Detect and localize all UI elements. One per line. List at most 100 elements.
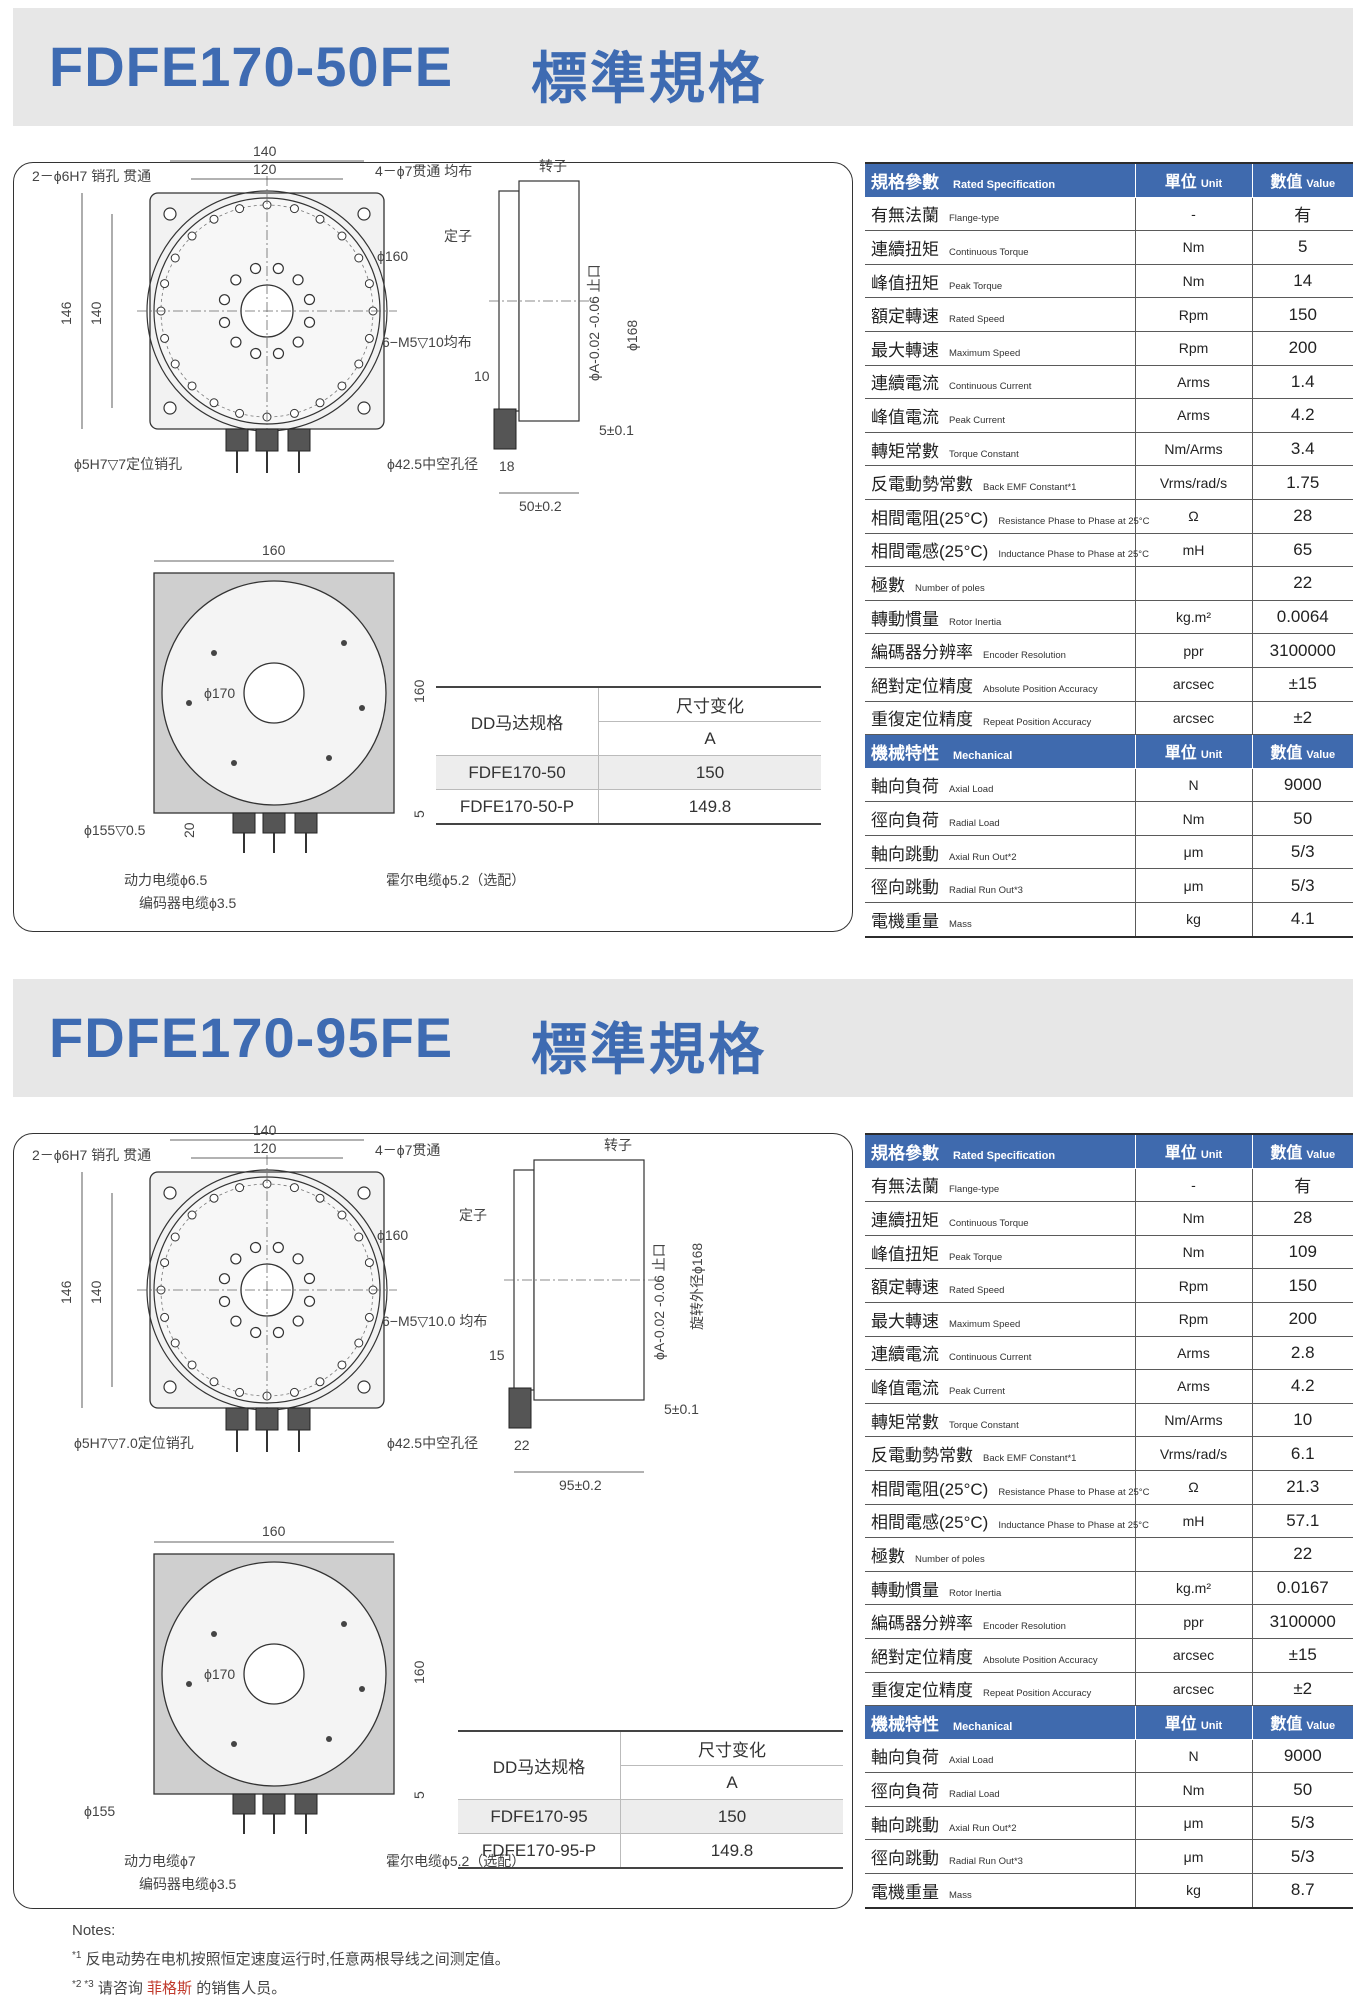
spec-unit: Nm <box>1134 1235 1252 1270</box>
bolt-hole <box>337 1360 347 1370</box>
spec-value: 有 <box>1251 1168 1353 1203</box>
spec-unit: mH <box>1134 533 1252 568</box>
spec-value: 有 <box>1251 197 1353 232</box>
spec-row: 相間電阻(25°C)Resistance Phase to Phase at 2… <box>865 1470 1353 1505</box>
power-cable-label: 动力电缆ϕ7 <box>124 1853 196 1869</box>
dim-row-name: FDFE170-50 <box>436 755 599 790</box>
inner-hole <box>303 1295 316 1307</box>
param-zh: 連續電流 <box>871 374 939 394</box>
inner-hole <box>250 1326 262 1339</box>
spec-param: 相間電感(25°C)Inductance Phase to Phase at 2… <box>865 533 1149 568</box>
spec-value: 150 <box>1251 1268 1353 1303</box>
param-zh: 軸向跳動 <box>871 1815 939 1835</box>
spec-unit: Rpm <box>1134 1302 1252 1337</box>
encoder-cable-label: 编码器电缆ϕ3.5 <box>139 895 237 911</box>
brand-name: 菲格斯 <box>147 1980 193 1997</box>
connector <box>255 1407 279 1431</box>
param-en: Encoder Resolution <box>983 650 1066 662</box>
param-zh: 相間電阻(25°C) <box>871 508 989 528</box>
spec-value: ±2 <box>1251 1672 1353 1707</box>
bolt-hole <box>364 333 374 343</box>
spec-unit: Nm <box>1134 230 1252 265</box>
inner-hole <box>292 1253 304 1265</box>
spec-value: 9000 <box>1251 1739 1353 1774</box>
param-en: Peak Current <box>949 1385 1005 1397</box>
dim-label-140v: 140 <box>88 301 104 325</box>
spec-value: 9000 <box>1251 768 1353 803</box>
bolt-hole <box>364 1312 374 1322</box>
param-zh: 反電動勢常數 <box>871 1446 973 1466</box>
dim-label-160v: 160 <box>411 1660 427 1684</box>
rear-connector <box>232 812 256 834</box>
header-zh: 機械特性 <box>871 743 939 763</box>
spec-row: 相間電感(25°C)Inductance Phase to Phase at 2… <box>865 1504 1353 1539</box>
param-en: Peak Torque <box>949 280 1003 292</box>
param-zh: 重復定位精度 <box>871 710 973 730</box>
header-en: Mechanical <box>953 749 1013 762</box>
bolt-hole <box>354 1232 364 1242</box>
spec-unit: Arms <box>1134 365 1252 400</box>
bolt-hole <box>315 398 325 408</box>
dia-168-label: 旋转外径ϕ168 <box>689 1243 705 1330</box>
param-zh: 轉動慣量 <box>871 609 939 629</box>
dim-label-20: 20 <box>181 822 197 838</box>
notes-title: Notes: <box>72 1922 116 1939</box>
spec-value: 50 <box>1251 801 1353 836</box>
bolt-hole <box>160 279 170 289</box>
note-1-text: 反电动势在电机按照恒定速度运行时,任意两根导线之间测定值。 <box>85 1951 510 1968</box>
rear-hole <box>231 760 237 766</box>
rear-hole <box>359 1686 365 1692</box>
spec-unit: Rpm <box>1134 1268 1252 1303</box>
locating-pin-label: ϕ5H7▽7定位销孔 <box>74 456 182 472</box>
mount-hole <box>357 1186 371 1200</box>
inner-hole <box>218 1273 231 1285</box>
hall-cable-label: 霍尔电缆ϕ5.2（选配） <box>386 872 525 888</box>
bolt-hole <box>160 333 170 343</box>
bolt-hole <box>289 204 299 214</box>
spec-value: 3100000 <box>1251 1604 1353 1639</box>
spec-value: 200 <box>1251 331 1353 366</box>
inner-hole <box>249 1241 262 1254</box>
header-unit-en: Unit <box>1200 178 1223 191</box>
param-en: Number of poles <box>915 1553 985 1565</box>
bolt-hole <box>364 1258 374 1268</box>
bolt-hole <box>354 1338 364 1348</box>
inner-hole <box>272 262 284 275</box>
dim-col-label: DD马达规格 <box>458 1730 621 1800</box>
bolt-hole <box>160 1312 170 1322</box>
inner-hole <box>218 1295 231 1308</box>
param-en: Back EMF Constant*1 <box>983 482 1077 494</box>
param-zh: 徑向跳動 <box>871 878 939 898</box>
param-en: Radial Run Out*3 <box>949 1856 1023 1868</box>
spec-unit: ppr <box>1134 633 1252 668</box>
spec-unit: Rpm <box>1134 331 1252 366</box>
note-2-pre: 请咨询 <box>97 1980 143 1997</box>
spec-value: 2.8 <box>1251 1336 1353 1371</box>
section-banner: FDFE170-95FE 標準規格 <box>13 979 1353 1097</box>
connector <box>225 428 249 452</box>
header-value: 數值 <box>1270 174 1303 192</box>
dim-label-140v: 140 <box>88 1280 104 1304</box>
spec-value: 65 <box>1251 533 1353 568</box>
param-zh: 最大轉速 <box>871 1311 939 1331</box>
param-en: Number of poles <box>915 582 985 594</box>
dim-label-140: 140 <box>253 143 277 159</box>
spec-unit: N <box>1134 768 1252 803</box>
hollow-bore-label: ϕ42.5中空孔径 <box>387 456 478 472</box>
spigot-tolerance-label: ϕA-0.02 -0.06 止口 <box>651 1243 667 1360</box>
spec-unit: arcsec <box>1134 1672 1252 1707</box>
param-zh: 連續電流 <box>871 1345 939 1365</box>
